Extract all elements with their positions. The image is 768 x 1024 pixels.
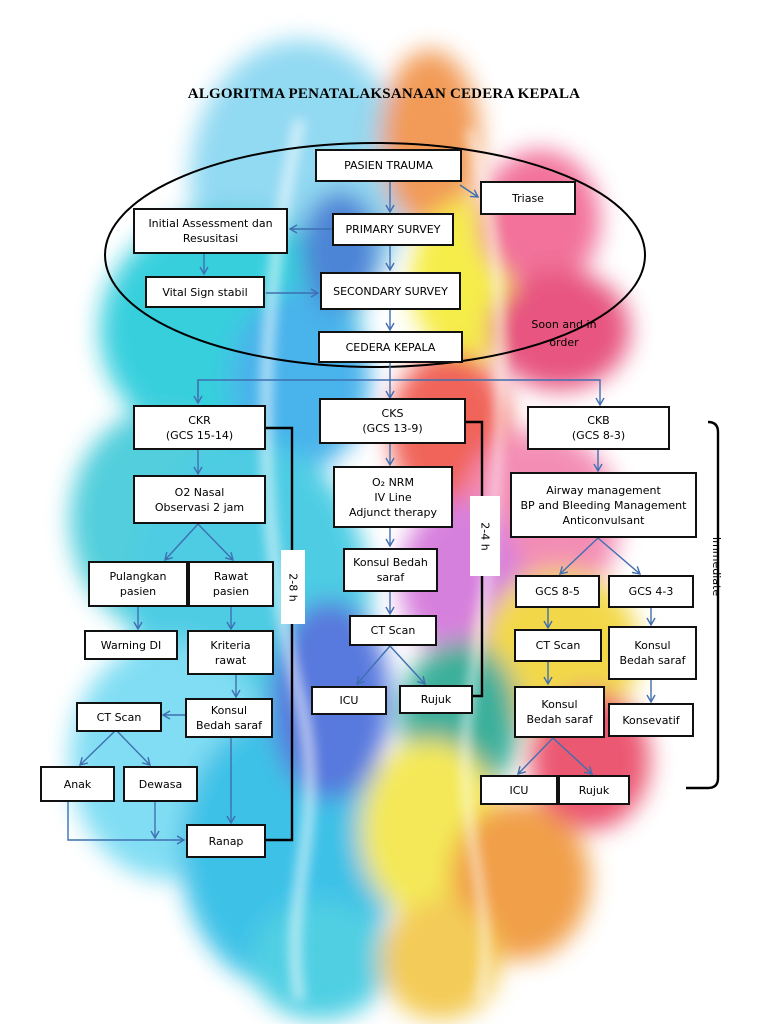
node-pasien-trauma: PASIEN TRAUMA <box>315 149 462 182</box>
node-ct-scan-mid: CT Scan <box>349 615 437 646</box>
node-konsul-bedah-saraf-right-top: Konsul Bedah saraf <box>608 626 697 680</box>
node-ckr: CKR (GCS 15-14) <box>133 405 266 450</box>
note-soon-in-order: Soon and in order <box>531 318 597 349</box>
node-kriteria-rawat: Kriteria rawat <box>187 630 274 675</box>
time-label-2-8h: 2-8 h <box>281 550 305 624</box>
node-o2-nasal: O2 Nasal Observasi 2 jam <box>133 475 266 524</box>
node-o2-nrm: O₂ NRM IV Line Adjunct therapy <box>333 466 453 528</box>
time-label-2-4h: 2-4 h <box>470 496 500 576</box>
node-ranap: Ranap <box>186 824 266 858</box>
node-warning-di: Warning DI <box>84 630 178 660</box>
node-icu-right: ICU <box>480 775 558 805</box>
node-konsul-bedah-saraf-mid: Konsul Bedah saraf <box>343 548 438 592</box>
node-rawat-pasien: Rawat pasien <box>188 561 274 607</box>
node-cedera-kepala: CEDERA KEPALA <box>318 331 463 363</box>
node-cks: CKS (GCS 13-9) <box>319 398 466 444</box>
node-rujuk-right: Rujuk <box>558 775 630 805</box>
node-konsul-bedah-saraf-right-bottom: Konsul Bedah saraf <box>514 686 605 738</box>
node-konsul-bedah-saraf-left: Konsul Bedah saraf <box>185 698 273 738</box>
page-title: ALGORITMA PENATALAKSANAAN CEDERA KEPALA <box>187 86 581 102</box>
node-primary-survey: PRIMARY SURVEY <box>332 213 454 246</box>
node-rujuk-mid: Rujuk <box>399 685 473 714</box>
node-ckb: CKB (GCS 8-3) <box>527 406 670 450</box>
node-gcs-4-3: GCS 4-3 <box>608 575 694 608</box>
node-initial-assessment: Initial Assessment dan Resusitasi <box>133 208 288 254</box>
node-icu-mid: ICU <box>311 686 387 715</box>
node-triase: Triase <box>480 181 576 215</box>
node-ct-scan-left: CT Scan <box>76 702 162 732</box>
node-secondary-survey: SECONDARY SURVEY <box>320 272 461 310</box>
node-airway-management: Airway management BP and Bleeding Manage… <box>510 472 697 538</box>
node-vital-sign: Vital Sign stabil <box>145 276 265 308</box>
node-konsevatif: Konsevatif <box>608 703 694 737</box>
node-anak: Anak <box>40 766 115 802</box>
time-label-immediate: Immediate <box>710 536 724 596</box>
node-dewasa: Dewasa <box>123 766 198 802</box>
node-gcs-8-5: GCS 8-5 <box>515 575 600 608</box>
node-ct-scan-right: CT Scan <box>514 629 602 662</box>
node-pulangkan-pasien: Pulangkan pasien <box>88 561 188 607</box>
